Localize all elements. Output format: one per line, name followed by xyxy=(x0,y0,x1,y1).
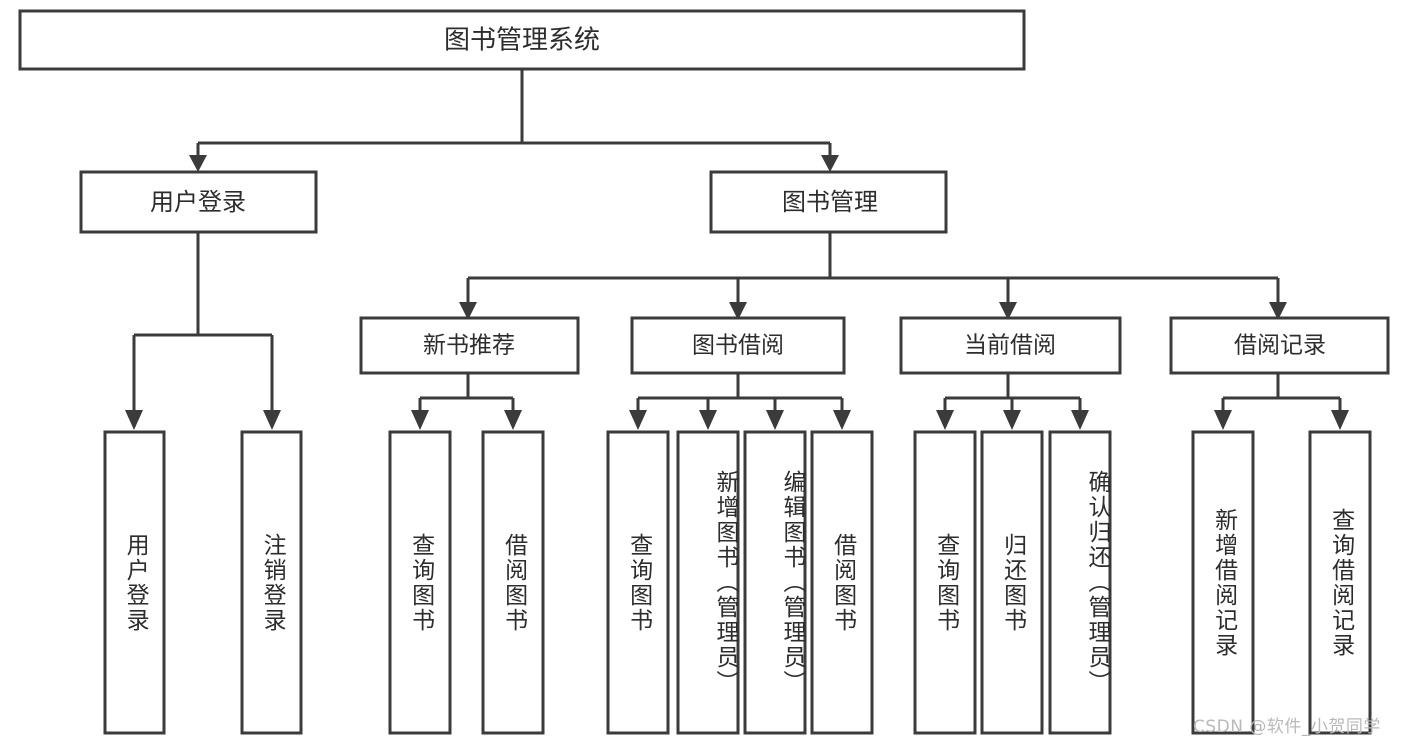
node-user-login-label: 用户登录 xyxy=(150,188,246,216)
node-new-book-recommend[interactable]: 新书推荐 xyxy=(359,316,580,375)
node-user-login-box[interactable] xyxy=(79,170,318,234)
arrowhead-icon xyxy=(699,410,717,430)
node-root[interactable]: 图书管理系统 xyxy=(18,9,1026,71)
leaf-box-confirm-return-admin[interactable] xyxy=(1048,430,1112,735)
leaf-box-query-book-3[interactable] xyxy=(913,430,977,735)
node-current-borrow[interactable]: 当前借阅 xyxy=(899,316,1122,375)
arrowhead-icon xyxy=(729,302,747,320)
arrowhead-icon xyxy=(999,302,1017,320)
leaf-box-query-book-1[interactable] xyxy=(388,430,452,735)
node-book-borrow-label: 图书借阅 xyxy=(692,333,784,359)
arrowhead-icon xyxy=(1331,410,1349,430)
node-user-login[interactable]: 用户登录 xyxy=(79,170,318,234)
node-borrow-record-box[interactable] xyxy=(1169,316,1390,375)
leaf-box-user-login[interactable] xyxy=(103,430,166,735)
node-new-book-recommend-label: 新书推荐 xyxy=(423,333,515,359)
node-book-management-label: 图书管理 xyxy=(782,188,878,216)
node-book-management-box[interactable] xyxy=(709,170,948,234)
arrowhead-icon xyxy=(766,410,784,430)
arrowhead-icon xyxy=(629,410,647,430)
leaf-box-query-borrow-record[interactable] xyxy=(1308,430,1372,735)
arrowhead-icon xyxy=(1071,410,1089,430)
arrowhead-icon xyxy=(504,410,522,430)
leaf-boxes xyxy=(103,430,1372,735)
node-root-label: 图书管理系统 xyxy=(444,26,600,56)
arrowhead-icon xyxy=(936,410,954,430)
node-book-borrow-box[interactable] xyxy=(630,316,846,375)
arrowhead-icon xyxy=(821,155,839,172)
leaf-box-borrow-book-1[interactable] xyxy=(481,430,545,735)
arrowhead-icon xyxy=(1269,302,1287,320)
arrowhead-icon xyxy=(263,410,281,430)
node-current-borrow-box[interactable] xyxy=(899,316,1122,375)
arrowhead-icon xyxy=(411,410,429,430)
leaf-box-return-book[interactable] xyxy=(980,430,1044,735)
arrowhead-icon xyxy=(1214,410,1232,430)
arrowhead-icon xyxy=(125,410,143,430)
arrowhead-icon xyxy=(833,410,851,430)
csdn-watermark: CSDN @软件_小贺同学 xyxy=(1193,717,1381,737)
node-root-box[interactable] xyxy=(18,9,1026,71)
node-book-borrow[interactable]: 图书借阅 xyxy=(630,316,846,375)
leaf-box-logout[interactable] xyxy=(240,430,303,735)
leaf-box-add-borrow-record[interactable] xyxy=(1191,430,1255,735)
leaf-box-borrow-book-2[interactable] xyxy=(810,430,874,735)
leaf-box-query-book-2[interactable] xyxy=(606,430,670,735)
node-new-book-recommend-box[interactable] xyxy=(359,316,580,375)
arrowhead-icon xyxy=(459,302,477,320)
node-book-management[interactable]: 图书管理 xyxy=(709,170,948,234)
node-borrow-record[interactable]: 借阅记录 xyxy=(1169,316,1390,375)
arrowhead-icon xyxy=(189,155,207,172)
leaf-box-edit-book-admin[interactable] xyxy=(743,430,807,735)
node-current-borrow-label: 当前借阅 xyxy=(964,333,1056,359)
node-borrow-record-label: 借阅记录 xyxy=(1234,333,1326,359)
arrowhead-icon xyxy=(1003,410,1021,430)
leaf-box-add-book-admin[interactable] xyxy=(676,430,740,735)
arrowheads xyxy=(125,155,1349,430)
